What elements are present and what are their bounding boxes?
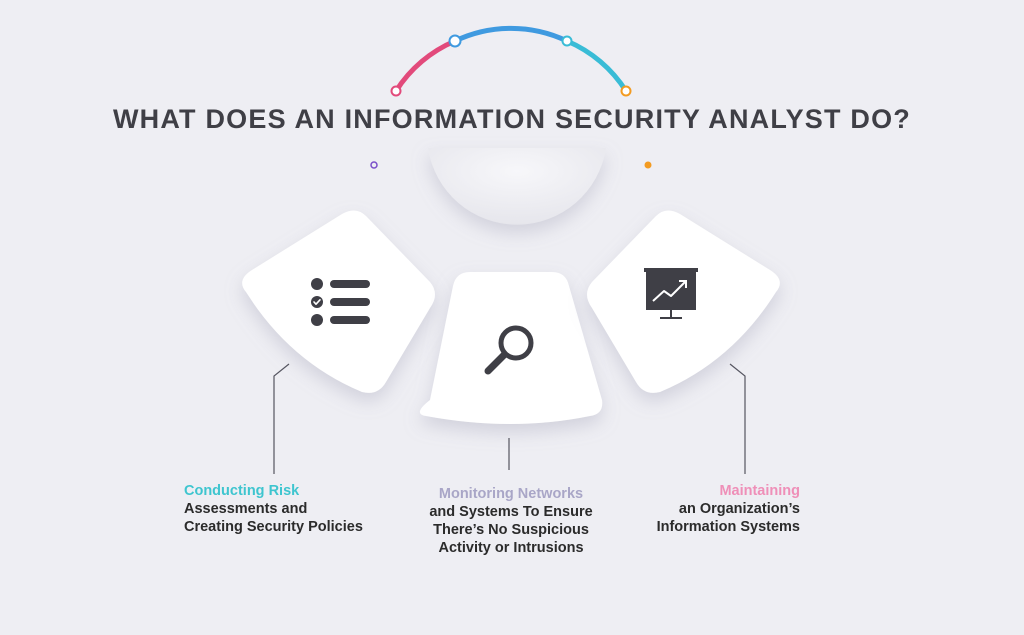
checklist-icon bbox=[311, 278, 370, 326]
decorative-dot-orange bbox=[644, 161, 652, 169]
arc-node-cyan bbox=[561, 35, 573, 47]
caption-middle-highlight: Monitoring Networks bbox=[438, 486, 584, 502]
card-middle bbox=[419, 272, 603, 424]
connector-left bbox=[273, 363, 290, 474]
connector-right bbox=[729, 363, 746, 474]
caption-middle: Monitoring Networks and Systems To Ensur… bbox=[404, 485, 618, 557]
decorative-arc bbox=[390, 25, 632, 97]
caption-right-line-1: an Organization’s bbox=[678, 501, 800, 517]
presentation-chart-icon bbox=[644, 268, 698, 319]
magnifier-icon bbox=[484, 325, 534, 375]
caption-right: Maintaining an Organization’s Informatio… bbox=[610, 482, 800, 536]
hub-semicircle bbox=[428, 148, 606, 225]
caption-right-highlight: Maintaining bbox=[719, 483, 800, 499]
caption-middle-line-1: and Systems To Ensure bbox=[429, 504, 593, 520]
arc-node-orange bbox=[620, 85, 632, 97]
caption-middle-line-3: Activity or Intrusions bbox=[438, 540, 584, 556]
arc-node-blue bbox=[448, 34, 462, 48]
caption-left-line-2: Creating Security Policies bbox=[184, 519, 363, 535]
caption-middle-line-2: There’s No Suspicious bbox=[433, 522, 589, 538]
caption-left: Conducting Risk Assessments and Creating… bbox=[184, 482, 414, 536]
caption-right-line-2: Information Systems bbox=[656, 519, 800, 535]
caption-left-line-1: Assessments and bbox=[184, 501, 308, 517]
arc-node-pink bbox=[390, 85, 402, 97]
caption-left-highlight: Conducting Risk bbox=[184, 483, 300, 499]
page-title: WHAT DOES AN INFORMATION SECURITY ANALYS… bbox=[112, 104, 911, 134]
decorative-dot-purple bbox=[370, 161, 378, 169]
